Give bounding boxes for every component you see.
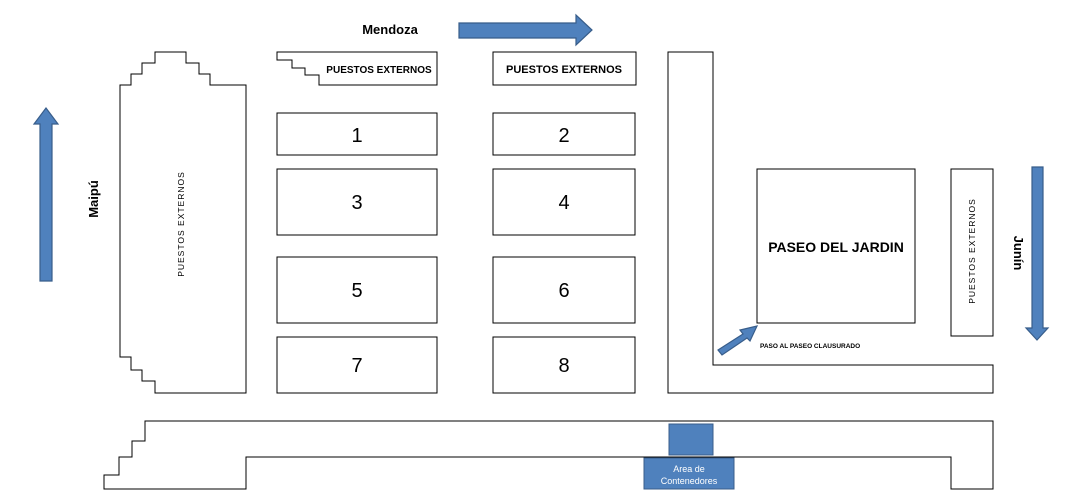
container-area-label-line2: Contenedores xyxy=(661,476,718,486)
street-label-mendoza: Mendoza xyxy=(362,22,418,37)
container-area xyxy=(643,457,735,490)
right-external-stalls-label: PUESTOS EXTERNOS xyxy=(967,198,977,304)
block-7: 7 xyxy=(276,336,438,394)
left-external-stalls-label: PUESTOS EXTERNOS xyxy=(176,171,186,277)
block-label: 7 xyxy=(351,355,362,377)
street-label-junin: Junín xyxy=(1011,236,1026,271)
container-box xyxy=(668,423,714,456)
maipu-arrow-icon xyxy=(32,107,60,282)
block-label: 5 xyxy=(351,280,362,302)
bottom-external-stalls xyxy=(103,420,994,490)
top-left-external-stalls-label: PUESTOS EXTERNOS xyxy=(326,65,432,76)
block-4: 4 xyxy=(492,168,636,236)
block-label: 3 xyxy=(351,192,362,214)
street-label-maipu: Maipú xyxy=(86,180,101,218)
block-3: 3 xyxy=(276,168,438,236)
block-label: 6 xyxy=(558,280,569,302)
block-label: 1 xyxy=(351,125,362,147)
block-8: 8 xyxy=(492,336,636,394)
top-left-external-stalls xyxy=(276,51,438,86)
paseo-del-jardin-title: PASEO DEL JARDIN xyxy=(768,239,904,255)
closed-passage-label: PASO AL PASEO CLAUSURADO xyxy=(760,343,860,350)
closed-passage-arrow-icon xyxy=(717,325,759,356)
top-right-external-stalls-label: PUESTOS EXTERNOS xyxy=(506,64,622,76)
block-label: 2 xyxy=(558,125,569,147)
right-l-building xyxy=(667,51,994,394)
junin-arrow-icon xyxy=(1024,166,1050,341)
block-label: 4 xyxy=(558,192,569,214)
right-external-stalls xyxy=(950,168,994,337)
left-external-stalls xyxy=(119,51,247,394)
block-5: 5 xyxy=(276,256,438,324)
paseo-del-jardin xyxy=(756,168,916,324)
block-6: 6 xyxy=(492,256,636,324)
container-area-label-line1: Area de xyxy=(673,464,705,474)
mendoza-arrow-icon xyxy=(458,13,593,47)
block-label: 8 xyxy=(558,355,569,377)
top-right-external-stalls xyxy=(492,51,637,86)
block-1: 1 xyxy=(276,112,438,156)
block-2: 2 xyxy=(492,112,636,156)
